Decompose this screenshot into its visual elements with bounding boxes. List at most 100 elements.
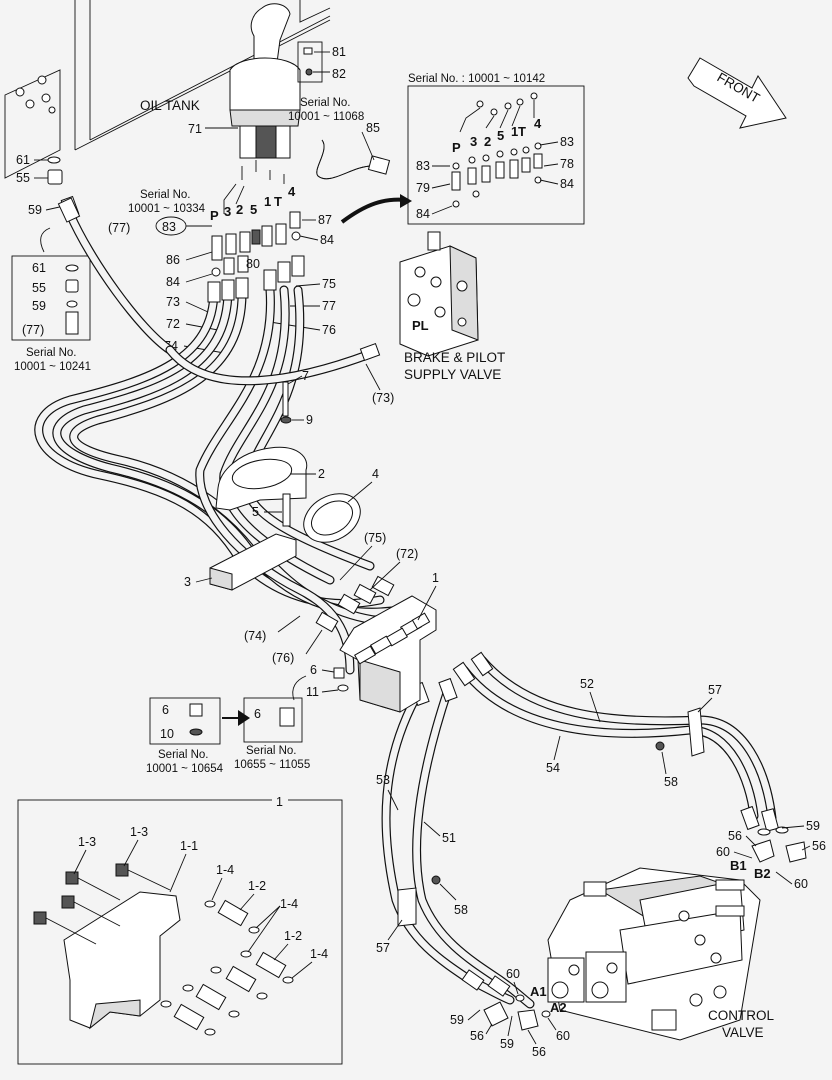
clamp-57-lower: 53 51 58 57	[376, 773, 468, 955]
control-valve-label-2: VALVE	[722, 1025, 764, 1040]
callout-1-2-b: 1-2	[284, 929, 302, 943]
joystick-port-fittings: P 3 2 5 1 T 4	[210, 160, 301, 277]
callout-82: 82	[332, 67, 346, 81]
callout-10: 10	[160, 727, 174, 741]
callout-73: 73	[166, 295, 180, 309]
callout-77-paren: (77)	[108, 221, 130, 235]
callout-59-top: 59	[28, 203, 42, 217]
serial-10654: 10001 ~ 10654	[146, 763, 224, 775]
brake-valve-label-1: BRAKE & PILOT	[404, 350, 505, 365]
serial-header-3: Serial No.	[26, 347, 77, 359]
callout-73-paren: (73)	[372, 391, 394, 405]
detail-box-10142: Serial No. : 10001 ~ 10142 P 3 2 5 1 T 4…	[407, 73, 585, 225]
callout-6: 6	[310, 663, 317, 677]
serial-10334: 10001 ~ 10334	[128, 203, 206, 215]
port-5: 5	[250, 202, 257, 217]
callout-4: 4	[372, 467, 379, 481]
callout-71: 71	[188, 122, 202, 136]
bolt-81-82	[297, 41, 330, 83]
callout-1-3-b: 1-3	[130, 825, 148, 839]
serial-header-4: Serial No.	[158, 749, 209, 761]
callout-6-detail: 6	[162, 703, 169, 717]
port-5-detail: 5	[497, 128, 504, 143]
callouts-middle: 1 (75) (72) (74) (76) 6 11	[244, 531, 439, 701]
callout-83-left: 83	[416, 159, 430, 173]
oil-tank-label: OIL TANK	[140, 98, 200, 113]
port-1: 1	[264, 194, 271, 209]
a-port-fittings: A1 A2 60 60 59 56 59 56	[450, 967, 570, 1059]
callout-5: 5	[252, 505, 259, 519]
detail-bolts	[33, 863, 171, 945]
port-P-detail: P	[452, 140, 461, 155]
callout-60-lower: 60	[506, 967, 520, 981]
b-port-fittings: 59 56 56 60 B1 B2 60	[716, 819, 826, 891]
callout-84-a: 84	[320, 233, 334, 247]
callout-2: 2	[318, 467, 325, 481]
callout-1-2-a: 1-2	[248, 879, 266, 893]
control-valve: CONTROL VALVE	[547, 867, 774, 1041]
detail-box-1: 1 1-3 1-3 1-1 1-4 1-2 1	[17, 792, 343, 1065]
callout-58-lower: 58	[454, 903, 468, 917]
callout-57-right: 57	[708, 683, 722, 697]
callout-59-right-top: 59	[806, 819, 820, 833]
callout-6-detail-2: 6	[254, 707, 261, 721]
callout-85: 85	[366, 121, 380, 135]
callout-59-detail: 59	[32, 299, 46, 313]
port-A1: A1	[530, 984, 547, 999]
hose-end-fittings	[57, 197, 779, 997]
detail-fittings-1	[160, 899, 294, 1036]
port-4-detail: 4	[534, 116, 542, 131]
port-A2: A2	[550, 1000, 567, 1015]
callout-75: 75	[322, 277, 336, 291]
callout-7: 7	[302, 369, 309, 383]
control-valve-label-1: CONTROL	[708, 1008, 774, 1023]
detail-fittings	[451, 92, 543, 208]
callout-75-paren: (75)	[364, 531, 386, 545]
serial-10142: Serial No. : 10001 ~ 10142	[408, 73, 545, 85]
callout-59-lower-2: 59	[500, 1037, 514, 1051]
callout-84-b: 84	[166, 275, 180, 289]
port-2-detail: 2	[484, 134, 491, 149]
brake-valve-label-2: SUPPLY VALVE	[404, 367, 501, 382]
clamp-57-right: 57 58 52 54	[546, 677, 722, 789]
callout-77: 77	[322, 299, 336, 313]
port-T-detail: T	[518, 124, 526, 139]
callout-56-lower: 56	[470, 1029, 484, 1043]
oil-tank: OIL TANK	[4, 0, 331, 179]
callout-57-lower: 57	[376, 941, 390, 955]
port-3: 3	[224, 204, 231, 219]
detail-box-10654: 6 10 Serial No. 10001 ~ 10654	[146, 697, 224, 775]
callout-76: 76	[322, 323, 336, 337]
port-3-detail: 3	[470, 134, 477, 149]
serial-11068: 10001 ~ 11068	[288, 111, 364, 123]
callout-1-1: 1-1	[180, 839, 198, 853]
callout-78: 78	[560, 157, 574, 171]
callout-1-detail-title: 1	[276, 795, 283, 809]
port-4: 4	[288, 184, 296, 199]
serial-10241: 10001 ~ 10241	[14, 361, 91, 373]
callout-1-4-c: 1-4	[310, 947, 328, 961]
callout-72: 72	[166, 317, 180, 331]
callout-52: 52	[580, 677, 594, 691]
callout-54: 54	[546, 761, 560, 775]
callout-80: 80	[246, 257, 260, 271]
callout-87: 87	[318, 213, 332, 227]
detail-box-10241: 61 55 59 (77) Serial No. 10001 ~ 10241	[11, 227, 91, 373]
callout-60-right-2: 60	[794, 877, 808, 891]
port-T: T	[274, 194, 282, 209]
callout-1-4-b: 1-4	[280, 897, 298, 911]
callout-55-detail: 55	[32, 281, 46, 295]
callout-56-lower-2: 56	[532, 1045, 546, 1059]
callout-3: 3	[184, 575, 191, 589]
serial-header: Serial No.	[300, 97, 351, 109]
callout-60-right: 60	[716, 845, 730, 859]
callout-59-lower: 59	[450, 1013, 464, 1027]
callout-83-circled: 83	[162, 220, 176, 234]
callout-1: 1	[432, 571, 439, 585]
callout-51: 51	[442, 831, 456, 845]
callout-84-left: 84	[416, 207, 430, 221]
callout-74-paren: (74)	[244, 629, 266, 643]
callout-58-right: 58	[664, 775, 678, 789]
callout-61: 61	[16, 153, 30, 167]
